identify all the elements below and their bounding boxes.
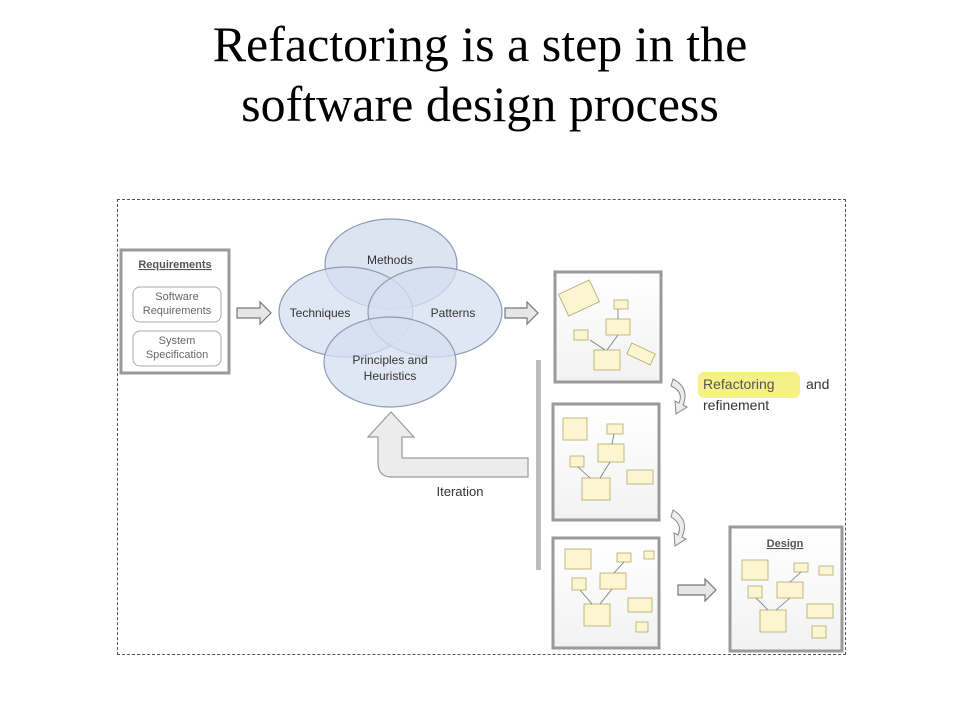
curved-arrow-1: [670, 378, 689, 415]
diagram-frame: [117, 199, 846, 655]
class-diagram-box-1: [553, 270, 663, 384]
refactoring-word: Refactoring: [703, 376, 775, 392]
class-diagram-sketch-1: [557, 279, 656, 371]
venn-principles-label-line-1: Principles and: [352, 353, 427, 367]
software-requirements-line-2: Requirements: [143, 305, 212, 317]
curved-arrow-2: [670, 509, 688, 547]
slide-title: Refactoring is a step in the software de…: [0, 14, 960, 134]
arrow-to-design: [677, 577, 717, 603]
design-class-diagram-sketch: [741, 559, 834, 639]
system-specification-line-1: System: [159, 335, 196, 347]
iteration-label: Iteration: [437, 484, 484, 499]
refinement-word: refinement: [703, 397, 769, 413]
class-diagram-sketch-2: [562, 417, 654, 501]
system-specification-box: [132, 330, 222, 367]
class-diagram-sketch-3: [564, 548, 655, 633]
requirements-heading: Requirements: [138, 259, 211, 271]
refactoring-and: and: [806, 376, 829, 392]
requirements-box: Requirements Software Requirements Syste…: [119, 248, 231, 375]
system-specification-line-2: Specification: [146, 349, 208, 361]
venn-principles-circle: [323, 316, 457, 408]
venn-diagram: Methods Techniques Patterns Principles a…: [278, 218, 503, 408]
iteration-bar: [536, 360, 541, 570]
iteration-arrow: [366, 411, 529, 478]
class-diagram-box-2: [551, 402, 661, 522]
software-requirements-box: [132, 286, 222, 323]
arrow-requirements-to-venn: [236, 300, 272, 326]
venn-patterns-label: Patterns: [431, 306, 476, 320]
venn-principles-label-line-2: Heuristics: [364, 369, 417, 383]
design-heading: Design: [767, 538, 804, 550]
refactoring-highlight: [698, 372, 800, 398]
slide-title-line-1: Refactoring is a step in the: [212, 16, 748, 72]
design-box: Design: [728, 525, 844, 653]
slide-title-line-2: software design process: [241, 76, 719, 132]
venn-methods-label: Methods: [367, 253, 413, 267]
arrow-venn-to-diagram: [504, 300, 539, 326]
software-requirements-line-1: Software: [155, 291, 198, 303]
class-diagram-box-3: [551, 536, 661, 650]
venn-techniques-label: Techniques: [290, 306, 351, 320]
refactoring-label: Refactoring and refinement: [698, 372, 829, 413]
